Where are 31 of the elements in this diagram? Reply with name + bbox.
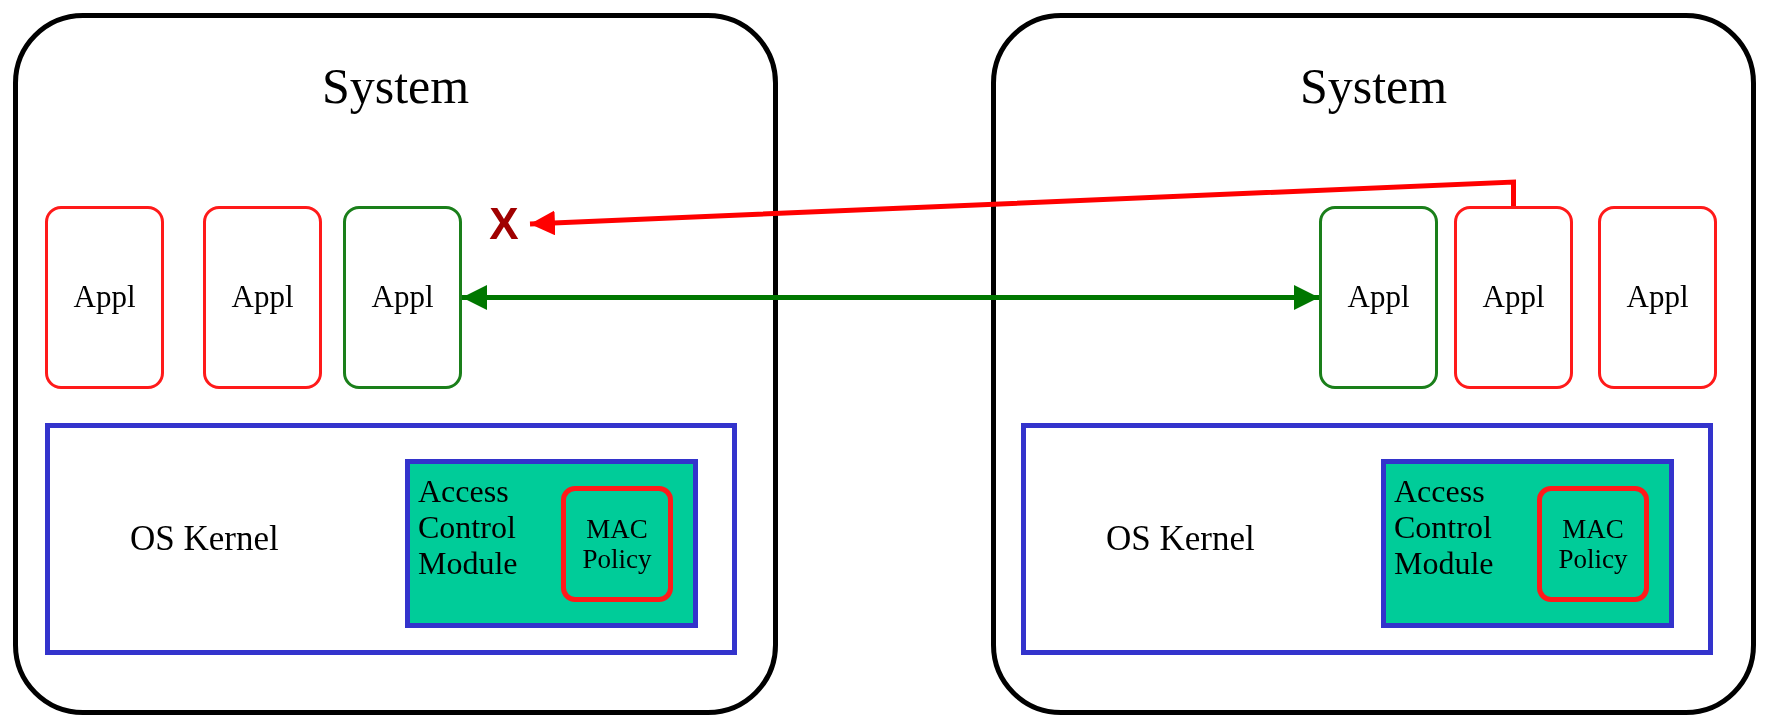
application-box — [343, 206, 462, 389]
box-label: MAC Policy — [1557, 513, 1629, 575]
box-label: OS Kernel — [1106, 519, 1255, 559]
container-title: System — [1299, 58, 1448, 114]
box-label: Appl — [1347, 280, 1410, 315]
box-label: Appl — [371, 280, 434, 315]
box-label: MAC Policy — [581, 513, 653, 575]
system-container — [13, 13, 778, 715]
box-label: Appl — [1482, 280, 1545, 315]
access-control-module-box — [405, 459, 698, 628]
policy-box — [561, 486, 673, 602]
blocked-mark-text: X — [489, 199, 519, 249]
policy-box — [1537, 486, 1649, 602]
arrow — [529, 179, 1516, 236]
application-box — [203, 206, 322, 389]
box-label: OS Kernel — [130, 519, 279, 559]
application-box — [45, 206, 164, 389]
box-label: Appl — [231, 280, 294, 315]
container-title: System — [321, 58, 470, 114]
system-container — [991, 13, 1756, 715]
box-label: Access Control Module — [1394, 474, 1495, 582]
application-box — [1598, 206, 1717, 389]
application-box — [1319, 206, 1438, 389]
kernel-box — [45, 423, 737, 655]
kernel-box — [1021, 423, 1713, 655]
box-label: Appl — [73, 280, 136, 315]
arrow — [462, 285, 1319, 310]
box-label: Access Control Module — [418, 474, 519, 582]
application-box — [1454, 206, 1573, 389]
access-control-module-box — [1381, 459, 1674, 628]
box-label: Appl — [1626, 280, 1689, 315]
